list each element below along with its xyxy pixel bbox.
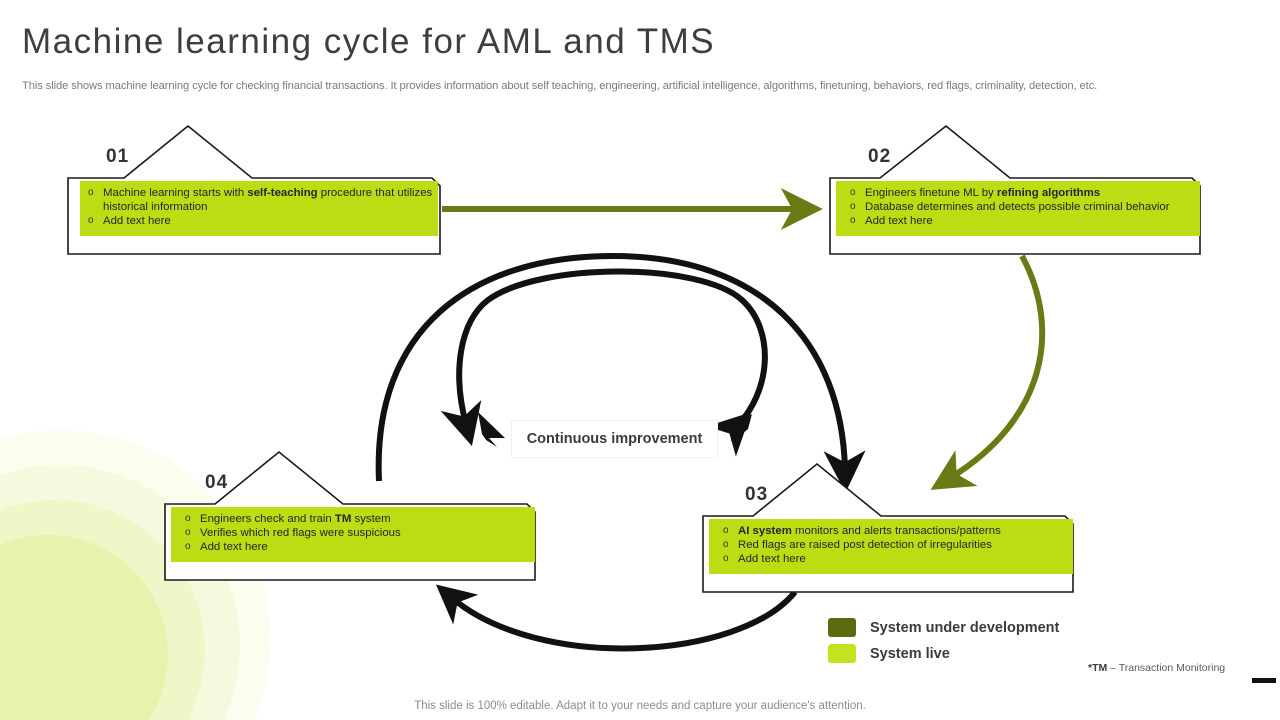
list-item: Engineers check and train TM system <box>181 512 533 526</box>
footnote: *TM – Transaction Monitoring <box>1088 662 1225 674</box>
slide-footer-note: This slide is 100% editable. Adapt it to… <box>414 700 866 712</box>
step-card-03-bullets: AI system monitors and alerts transactio… <box>719 524 1071 566</box>
list-item: Verifies which red flags were suspicious <box>181 526 533 540</box>
arrow-step03-to-step04 <box>435 584 798 652</box>
list-item: Add text here <box>846 214 1198 228</box>
arrowhead-inner-right <box>724 414 752 441</box>
footnote-text: – Transaction Monitoring <box>1107 662 1226 674</box>
list-item: Add text here <box>181 540 533 554</box>
list-item: Database determines and detects possible… <box>846 200 1198 214</box>
step-card-01[interactable]: 01 Machine learning starts with self-tea… <box>66 124 442 256</box>
step-card-02[interactable]: 02 Engineers finetune ML by refining alg… <box>828 124 1202 256</box>
continuous-improvement-label: Continuous improvement <box>512 421 717 457</box>
step-card-04-bullets: Engineers check and train TM system Veri… <box>181 512 533 554</box>
step-number-01: 01 <box>106 146 130 167</box>
step-card-03[interactable]: 03 AI system monitors and alerts transac… <box>701 462 1075 594</box>
step-number-04: 04 <box>205 472 229 493</box>
legend-item-system-live: System live <box>828 644 1059 663</box>
page-subtitle: This slide shows machine learning cycle … <box>22 80 1098 92</box>
legend-swatch-icon <box>828 618 856 637</box>
legend-label: System live <box>870 645 950 662</box>
step-card-04[interactable]: 04 Engineers check and train TM system V… <box>163 450 537 582</box>
step-number-02: 02 <box>868 146 892 167</box>
legend-item-system-under-development: System under development <box>828 618 1059 637</box>
page-title: Machine learning cycle for AML and TMS <box>22 22 716 61</box>
step-card-02-bullets: Engineers finetune ML by refining algori… <box>846 186 1198 228</box>
list-item: Add text here <box>84 214 434 228</box>
step-number-03: 03 <box>745 484 769 505</box>
list-item: AI system monitors and alerts transactio… <box>719 524 1071 538</box>
arrow-step02-to-step03 <box>930 254 1046 490</box>
legend-label: System under development <box>870 619 1060 636</box>
step-card-01-bullets: Machine learning starts with self-teachi… <box>84 186 434 228</box>
corner-marker <box>1252 678 1276 683</box>
list-item: Red flags are raised post detection of i… <box>719 538 1071 552</box>
arrowhead-inner-left <box>478 412 505 447</box>
list-item: Add text here <box>719 552 1071 566</box>
legend-swatch-icon <box>828 644 856 663</box>
list-item: Machine learning starts with self-teachi… <box>84 186 434 214</box>
legend: System under development System live <box>828 618 1059 670</box>
footnote-marker: *TM <box>1088 662 1108 674</box>
list-item: Engineers finetune ML by refining algori… <box>846 186 1198 200</box>
arc-inner-continuous-improvement <box>440 268 768 457</box>
